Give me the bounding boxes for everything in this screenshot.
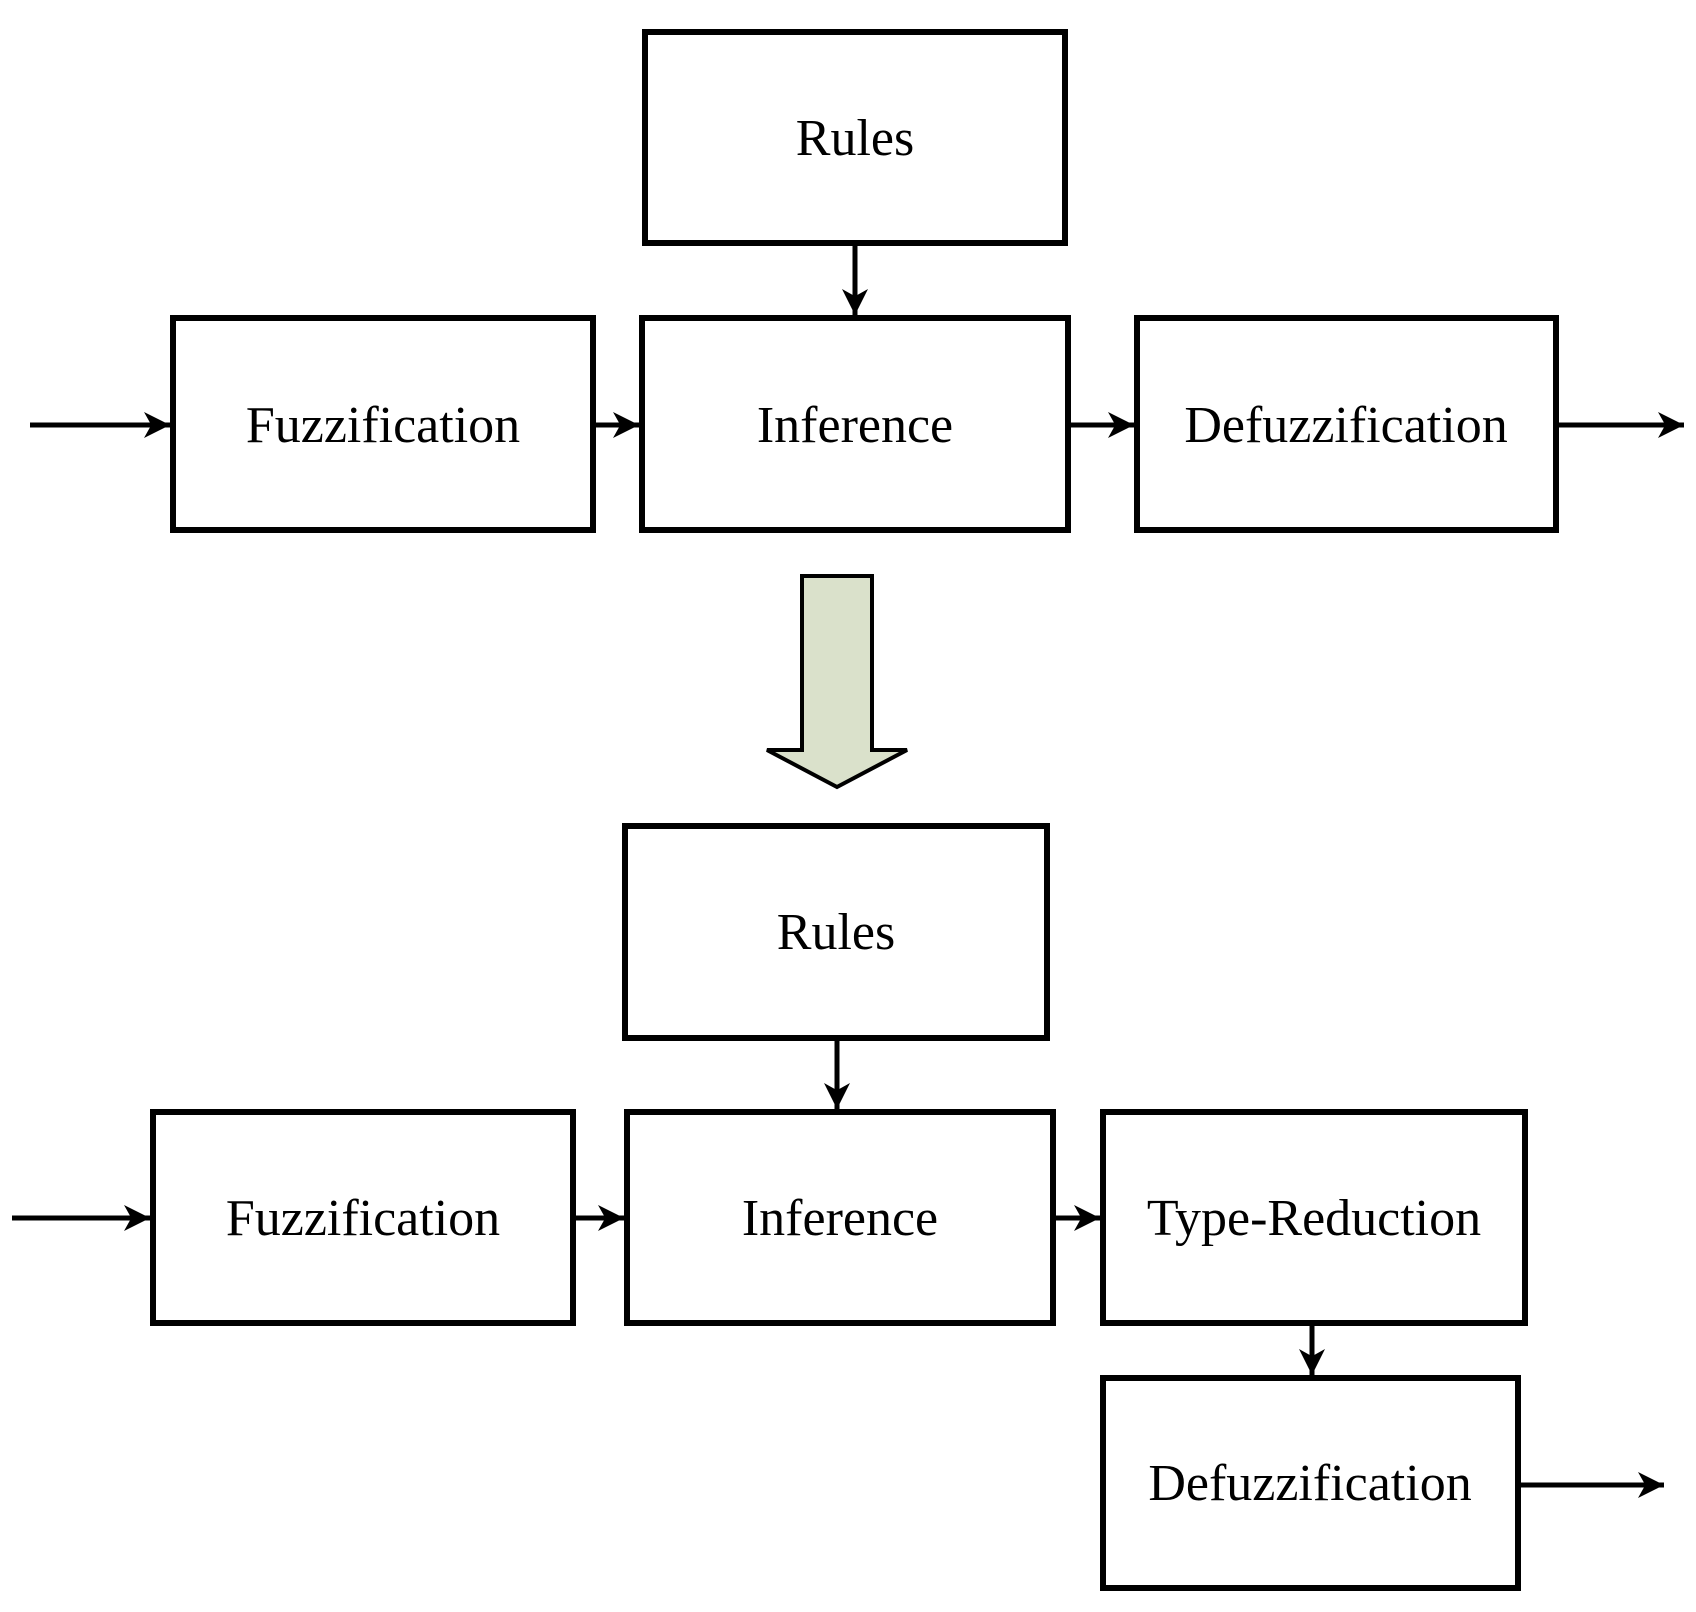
type1-rules-label: Rules xyxy=(796,110,914,167)
type2-fuzzification-label: Fuzzification xyxy=(226,1190,500,1247)
type2-rules-box xyxy=(622,823,1050,1041)
type1-defuzzification-box xyxy=(1134,315,1559,533)
type2-inference-label: Inference xyxy=(742,1190,938,1247)
type2-defuzzification-box xyxy=(1100,1375,1521,1591)
type1-rules-box xyxy=(642,29,1068,246)
type1-fuzzification-label: Fuzzification xyxy=(246,397,520,454)
type1-fuzzification-box xyxy=(170,315,596,533)
type1-to-type2-block-arrow-icon xyxy=(766,574,908,790)
type2-system-diagram: Rules Fuzzification Inference Type-Reduc… xyxy=(12,823,1664,1591)
type1-inference-label: Inference xyxy=(757,397,953,454)
type2-rules-label: Rules xyxy=(777,904,895,961)
type2-inference-box xyxy=(624,1109,1056,1326)
type2-defuzzification-label: Defuzzification xyxy=(1148,1455,1471,1512)
type2-type-reduction-label: Type-Reduction xyxy=(1147,1190,1481,1247)
type1-system-diagram: Rules Fuzzification Inference Defuzzific… xyxy=(30,29,1684,533)
type1-inference-box xyxy=(639,315,1071,533)
type1-defuzzification-label: Defuzzification xyxy=(1184,397,1507,454)
type2-fuzzification-box xyxy=(150,1109,576,1326)
type2-type-reduction-box xyxy=(1100,1109,1528,1326)
